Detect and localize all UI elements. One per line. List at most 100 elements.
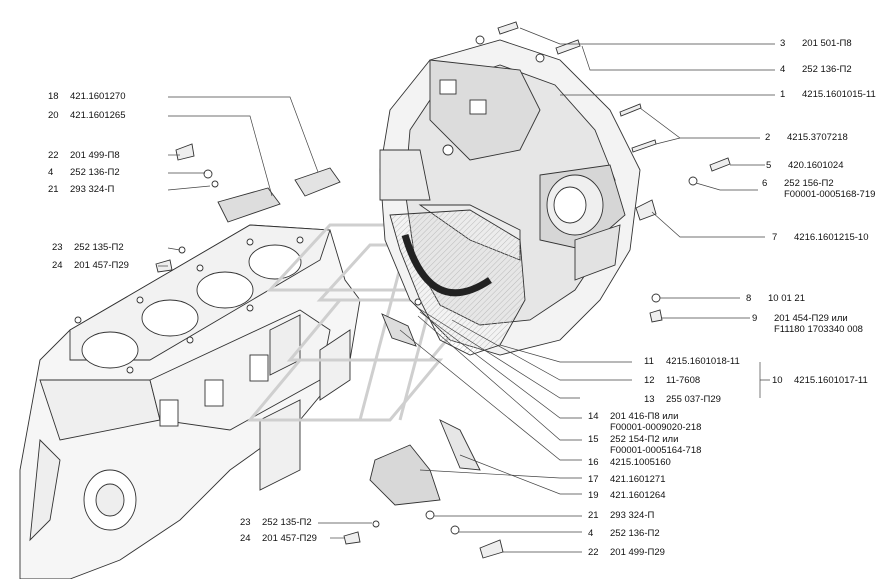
callout-number: 24 — [240, 533, 251, 544]
callout-24-bottom: 24 201 457-П29 — [240, 533, 317, 544]
callout-22-top: 22 201 499-П8 — [48, 150, 120, 161]
part-code-alt: F00001-0009020-218 — [610, 422, 702, 433]
part-code: 4215.1601015-11 — [802, 89, 876, 100]
part-code: 421.1601264 — [610, 490, 666, 501]
part-code: 252 136-П2 — [610, 528, 660, 539]
part-code: 420.1601024 — [788, 160, 844, 171]
part-code: 252 135-П2 — [262, 517, 312, 528]
callout-23-top: 23 252 135-П2 — [52, 242, 124, 253]
callout-13: 13 255 037-П29 — [644, 394, 721, 405]
callout-number: 6 — [762, 178, 768, 189]
callout-16: 16 4215.1005160 — [588, 457, 671, 468]
callout-number: 5 — [766, 160, 772, 171]
part-code: 4215.1601018-11 — [666, 356, 740, 367]
callout-4-left: 4 252 136-П2 — [48, 167, 120, 178]
callout-15: 15 252 154-П2 или F00001-0005164-718 — [588, 434, 701, 456]
part-code: 293 324-П — [610, 510, 655, 521]
part-code-alt: F00001-0005164-718 — [610, 445, 702, 456]
callout-number: 23 — [240, 517, 251, 528]
callout-22-bottom: 22 201 499-П29 — [588, 547, 665, 558]
callout-number: 1 — [780, 89, 786, 100]
callout-number: 14 — [588, 411, 599, 422]
part-code: 201 501-П8 — [802, 38, 852, 49]
part-code: 201 454-П29 или — [774, 313, 848, 324]
part-code: 4215.3707218 — [787, 132, 848, 143]
callout-number: 4 — [780, 64, 786, 75]
callout-number: 17 — [588, 474, 599, 485]
part-code: 10 01 21 — [768, 293, 805, 304]
callout-2: 2 4215.3707218 — [765, 132, 848, 143]
callout-number: 7 — [772, 232, 778, 243]
callout-number: 2 — [765, 132, 771, 143]
callout-number: 21 — [588, 510, 599, 521]
callout-number: 13 — [644, 394, 655, 405]
part-code: 201 457-П29 — [262, 533, 317, 544]
callout-23-bottom: 23 252 135-П2 — [240, 517, 312, 528]
callout-number: 18 — [48, 91, 59, 102]
part-code: 421.1601265 — [70, 110, 126, 121]
callout-21-top: 21 293 324-П — [48, 184, 114, 195]
callout-number: 22 — [48, 150, 59, 161]
callout-number: 10 — [772, 375, 783, 386]
callout-11: 11 4215.1601018-11 — [644, 356, 740, 367]
callout-number: 4 — [48, 167, 54, 178]
callout-9: 9 201 454-П29 или F11180 1703340 008 — [752, 313, 863, 335]
part-code: 4215.1005160 — [610, 457, 671, 468]
callout-14: 14 201 416-П8 или F00001-0009020-218 — [588, 411, 701, 433]
part-code: 421.1601271 — [610, 474, 666, 485]
callout-4-bottom: 4 252 136-П2 — [588, 528, 660, 539]
callout-10: 10 4215.1601017-11 — [772, 375, 868, 386]
part-code: 4215.1601017-11 — [794, 375, 868, 386]
callout-12: 12 11-7608 — [644, 375, 700, 386]
callout-number: 8 — [746, 293, 752, 304]
part-code: 201 457-П29 — [74, 260, 129, 271]
callout-19: 19 421.1601264 — [588, 490, 665, 501]
part-code: 11-7608 — [666, 375, 701, 386]
part-code: 252 156-П2 — [784, 178, 834, 189]
callout-number: 21 — [48, 184, 59, 195]
part-code-alt: F11180 1703340 008 — [774, 324, 863, 335]
callout-4-top: 4 252 136-П2 — [780, 64, 852, 75]
callout-number: 20 — [48, 110, 59, 121]
callout-number: 16 — [588, 457, 599, 468]
callout-number: 23 — [52, 242, 63, 253]
callout-number: 12 — [644, 375, 655, 386]
flywheel-housing — [379, 39, 641, 356]
callout-number: 24 — [52, 260, 63, 271]
part-code: 421.1601270 — [70, 91, 126, 102]
part-code: 255 037-П29 — [666, 394, 721, 405]
callout-number: 4 — [588, 528, 594, 539]
callout-7: 7 4216.1601215-10 — [772, 232, 869, 243]
callout-number: 3 — [780, 38, 786, 49]
callout-1: 1 4215.1601015-11 — [780, 89, 876, 100]
part-code: 293 324-П — [70, 184, 115, 195]
part-code: 252 136-П2 — [802, 64, 852, 75]
callout-3: 3 201 501-П8 — [780, 38, 852, 49]
callout-18: 18 421.1601270 — [48, 91, 125, 102]
callout-number: 22 — [588, 547, 599, 558]
callout-number: 15 — [588, 434, 599, 445]
callout-6: 6 252 156-П2 F00001-0005168-719 — [762, 178, 875, 200]
callout-8: 8 10 01 21 — [746, 293, 805, 304]
part-code: 201 499-П29 — [610, 547, 665, 558]
callout-number: 19 — [588, 490, 599, 501]
part-code: 4216.1601215-10 — [794, 232, 869, 243]
callout-20: 20 421.1601265 — [48, 110, 125, 121]
part-code: 201 416-П8 или — [610, 411, 679, 422]
small-parts — [155, 21, 731, 559]
part-code-alt: F00001-0005168-719 — [784, 189, 876, 200]
part-code: 252 154-П2 или — [610, 434, 679, 445]
flywheel-cover — [389, 209, 526, 356]
part-code: 252 136-П2 — [70, 167, 120, 178]
callout-17: 17 421.1601271 — [588, 474, 665, 485]
callout-21-bottom: 21 293 324-П — [588, 510, 654, 521]
callout-number: 11 — [644, 356, 654, 367]
part-code: 252 135-П2 — [74, 242, 124, 253]
leader-lines — [158, 27, 775, 553]
callout-5: 5 420.1601024 — [766, 160, 843, 171]
callout-number: 9 — [752, 313, 758, 324]
engine-block — [19, 224, 361, 579]
part-code: 201 499-П8 — [70, 150, 120, 161]
